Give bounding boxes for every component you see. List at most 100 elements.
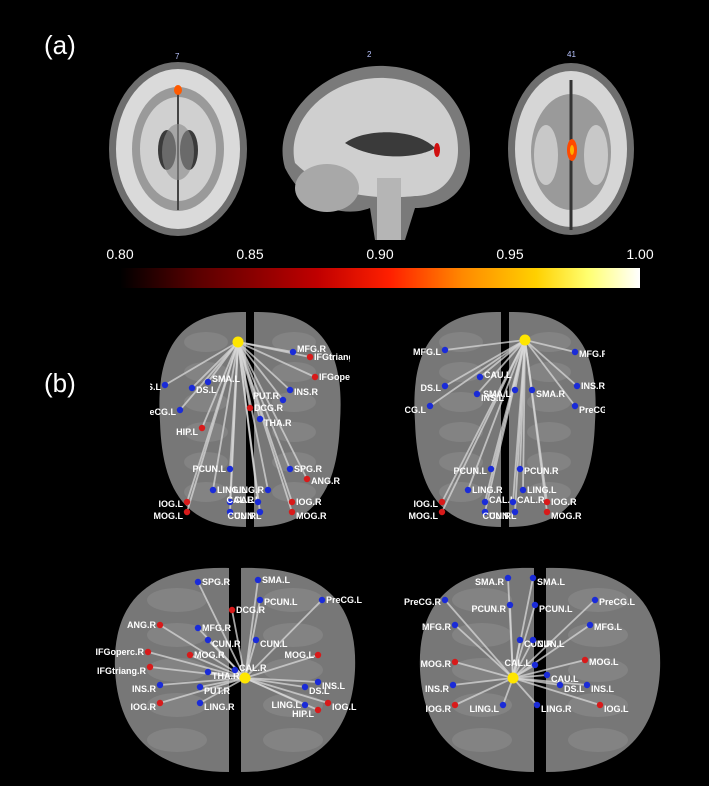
node-cal-r [231, 666, 239, 674]
node-ling-r [533, 701, 541, 709]
edge-iog-r [159, 677, 246, 704]
colorbar-tick-4: 1.00 [626, 246, 654, 262]
node-mog-l [314, 651, 322, 659]
node-precg-l [426, 402, 434, 410]
edge-precg-l [179, 341, 239, 411]
edge-ds-l [244, 677, 306, 688]
node-cal-r [254, 498, 262, 506]
node-label: INS.R [425, 684, 450, 694]
edge-mfg-r [454, 624, 514, 679]
node-ds-l [301, 683, 309, 691]
node-ds-l [188, 384, 196, 392]
node-label: PCUN.R [471, 604, 506, 614]
node-label: SMA.L [483, 389, 512, 399]
node-label: HIP.L [292, 709, 314, 719]
node-ling-l [301, 701, 309, 709]
colorbar [120, 268, 640, 288]
node-label: PreCG.L [405, 405, 426, 415]
node-mog-l [438, 508, 446, 516]
edge-cun-r [512, 639, 521, 679]
sagittal-brain-slice [282, 65, 470, 240]
edge-cun-r [207, 639, 246, 679]
node-label: MFG.R [422, 622, 451, 632]
node-label: CAL.R [239, 663, 267, 673]
node-pcun-r [516, 465, 524, 473]
edge-tha-r [207, 671, 246, 679]
node-cal-l [531, 661, 539, 669]
node-label: SMA.L [212, 374, 241, 384]
node-label: DS.L [309, 686, 330, 696]
node-pcun-r [506, 601, 514, 609]
node-pcun-l [226, 465, 234, 473]
node-mfg-r [571, 348, 579, 356]
node-label: LING.L [272, 700, 302, 710]
node-label: LING.L [470, 704, 500, 714]
edge-ins-l [476, 339, 526, 395]
node-label: SMA.L [262, 575, 291, 585]
node-ifgtriang-r [306, 353, 314, 361]
node-label: THA.R [264, 418, 292, 428]
node-label: CAL.L [234, 495, 261, 505]
node-cal-r [509, 498, 517, 506]
edge-hip-l [201, 341, 239, 429]
node-mog-r [186, 651, 194, 659]
node-label: PUT.R [253, 391, 280, 401]
node-label: SPG.R [294, 464, 323, 474]
edge-ling-l [212, 341, 239, 491]
node-pcun-l [487, 465, 495, 473]
node-ling-r [464, 486, 472, 494]
node-ling-r [196, 699, 204, 707]
node-pcun-l [531, 601, 539, 609]
node-label: CAL.R [227, 495, 255, 505]
node-label: PreCG.R [579, 405, 605, 415]
edge-mog-l [186, 341, 239, 513]
node-label: DS.L [196, 385, 217, 395]
node-label: IOG.R [130, 702, 156, 712]
node-label: DCG.R [254, 403, 284, 413]
node-label: LING.R [541, 704, 572, 714]
edge-ling-r [237, 341, 269, 491]
coronal-brain-slice [508, 63, 634, 235]
node-sma-l [529, 574, 537, 582]
edge-ifgoperc-r [237, 341, 316, 378]
node-sma-r [528, 386, 536, 394]
node-cun-r [204, 636, 212, 644]
edge-mog-l [512, 659, 586, 679]
node-label: CAL.L [505, 658, 532, 668]
node-precg-l [176, 406, 184, 414]
node-cun-l [252, 636, 260, 644]
node-ifgoperc-r [311, 373, 319, 381]
node-label: PreCG.L [599, 597, 636, 607]
node-label: IOG.L [159, 499, 184, 509]
node-label: SPG.R [202, 577, 231, 587]
sagittal-activation-blob [434, 143, 440, 157]
node-label: THA.R [212, 671, 240, 681]
edge-put-r [237, 341, 284, 401]
node-hip-l [314, 706, 322, 714]
node-label: MOG.L [409, 511, 439, 521]
node-label: PreCG.R [404, 597, 442, 607]
edge-pcun-l [244, 599, 261, 679]
node-label: IOG.L [332, 702, 357, 712]
node-ins-l [583, 681, 591, 689]
edge-ins-l [244, 677, 319, 683]
edge-ins-r [237, 341, 291, 391]
node-ins-r [449, 681, 457, 689]
edge-precg-r [444, 599, 514, 679]
edge-cun-r [237, 341, 261, 513]
node-label: SMA.L [537, 577, 566, 587]
seed-node [232, 336, 244, 348]
node-label: LING.R [234, 485, 265, 495]
edge-cun-l [229, 341, 239, 513]
node-label: MFG.L [413, 347, 441, 357]
edge-precg-l [244, 599, 323, 679]
node-label: ANG.R [311, 476, 341, 486]
edge-group [164, 341, 316, 513]
node-iog-r [451, 701, 459, 709]
node-ins-r [156, 681, 164, 689]
node-label: IOG.L [604, 704, 629, 714]
node-cal-l [481, 498, 489, 506]
node-label: DS.L [420, 383, 441, 393]
node-cun-l [481, 508, 489, 516]
